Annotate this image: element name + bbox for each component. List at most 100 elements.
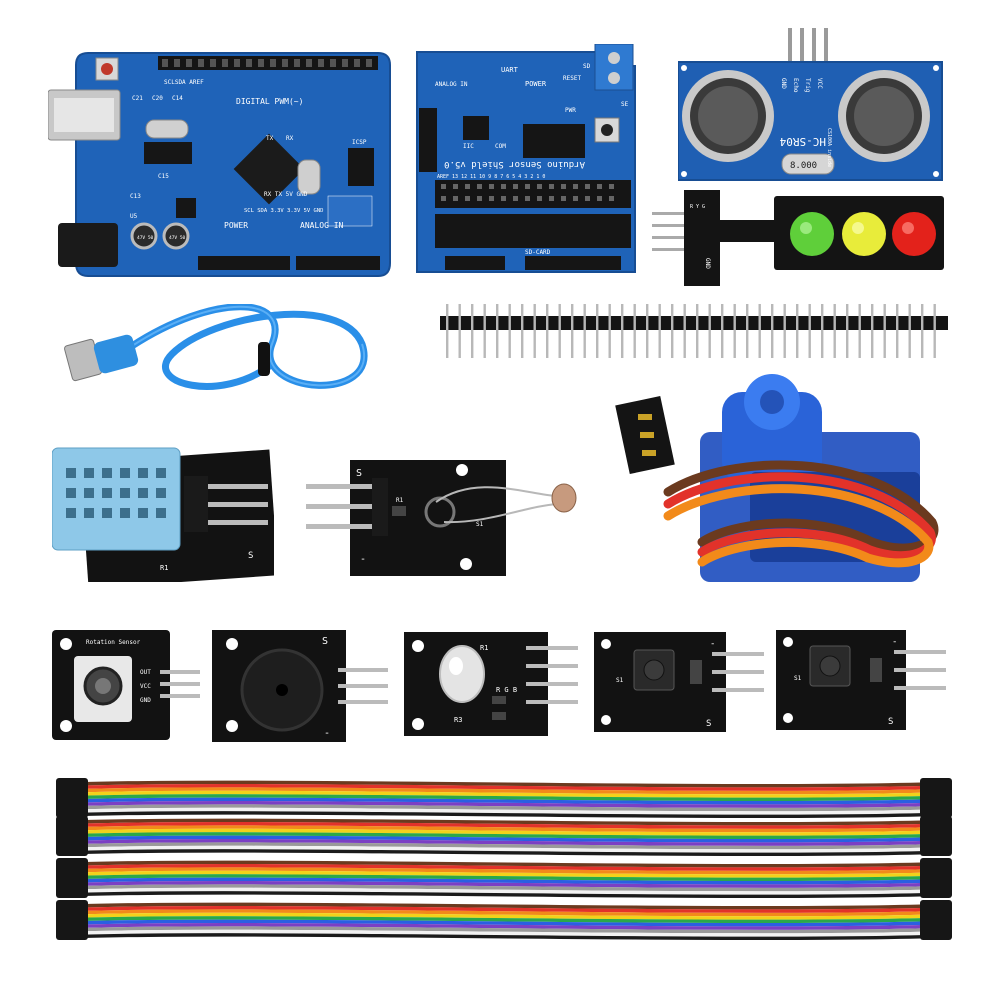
jumper-wire	[77, 922, 931, 930]
jumper-wire	[77, 926, 931, 934]
header-pin	[671, 304, 674, 358]
header-pin	[758, 304, 761, 358]
jumper-wire	[77, 877, 931, 885]
sd-label: SD	[583, 63, 591, 70]
minus-label: -	[360, 554, 366, 565]
header-pin	[896, 304, 899, 358]
shield-title: Arduino Sensor Shield v5.0	[444, 159, 585, 169]
jumper-wire	[77, 874, 931, 882]
s-label: S	[248, 551, 253, 561]
header-pin	[608, 304, 611, 358]
pins-label: R Y G	[690, 204, 705, 210]
minus-label: -	[892, 637, 897, 647]
power-label: POWER	[224, 221, 248, 230]
header-pin	[833, 304, 836, 358]
jumper-wire	[77, 832, 931, 840]
jumper-wire	[77, 887, 931, 895]
usb-cable	[64, 304, 368, 390]
jumper-wire	[77, 884, 931, 892]
jumper-wire	[77, 933, 931, 941]
header-pin	[508, 304, 511, 358]
rotation-title: Rotation Sensor	[86, 639, 141, 646]
jumper-wire	[77, 867, 931, 875]
rx-label: RX	[286, 135, 294, 142]
icsp-label: ICSP	[352, 139, 367, 146]
analog-in-label: ANALOG IN	[300, 221, 344, 230]
vcc-label: VCC	[816, 78, 823, 89]
jumper-wire	[77, 842, 931, 850]
jumper-wire	[77, 912, 931, 920]
rgb-label: R G B	[496, 686, 517, 694]
s1-label: S1	[794, 675, 802, 682]
capacitor-2	[162, 222, 190, 250]
header-pin	[571, 304, 574, 358]
header-pin	[646, 304, 649, 358]
s-label: S	[888, 717, 893, 727]
capacitor-1	[130, 222, 158, 250]
power-label: POWER	[525, 80, 547, 88]
reset-label: RESET	[563, 75, 581, 82]
buzzer-module: S -	[212, 630, 388, 742]
header-pin	[908, 304, 911, 358]
dupont-connector	[56, 778, 88, 818]
button-module-1: S - S1	[594, 632, 764, 732]
s-label: S	[356, 468, 362, 479]
r1-label: R1	[396, 497, 404, 504]
jumper-wire	[77, 929, 931, 937]
cap1-label: 47V 50	[137, 235, 154, 241]
header-pin	[696, 304, 699, 358]
jumper-wire	[77, 849, 931, 857]
jumper-wire	[77, 790, 931, 798]
jumper-wire	[77, 902, 931, 910]
r1-label: R1	[480, 644, 488, 652]
dupont-connector	[920, 900, 952, 940]
header-pin	[533, 304, 536, 358]
s-label: S	[322, 636, 328, 647]
jumper-wire	[77, 797, 931, 805]
header-pin	[458, 304, 461, 358]
c21-label: C21	[132, 95, 143, 102]
r3-label: R3	[454, 716, 462, 724]
ldr-sensor	[551, 483, 577, 513]
pwr-label: PWR	[565, 107, 576, 114]
yellow-led	[842, 212, 886, 256]
photoresistor-module: S - R1 S1	[306, 460, 577, 576]
jumper-wire	[77, 835, 931, 843]
jumper-wire	[77, 863, 931, 871]
sensor-shield-board: Arduino Sensor Shield v5.0 UART POWER AN…	[416, 44, 636, 273]
gnd-label: GND	[780, 78, 787, 89]
crystal	[781, 153, 835, 175]
rotation-sensor-module: Rotation Sensor OUT VCC GND	[52, 630, 200, 740]
header-pin	[683, 304, 686, 358]
header-pin	[558, 304, 561, 358]
jumper-wire-bundle	[56, 778, 952, 941]
header-pin	[808, 304, 811, 358]
header-pin	[721, 304, 724, 358]
power-header	[198, 256, 290, 270]
pins-row: SCL SDA 3.3V 3.3V 5V GND	[244, 208, 323, 214]
jumper-wire	[77, 916, 931, 924]
dht-sensor-body	[52, 447, 181, 551]
header-pin	[633, 304, 636, 358]
header-pin	[921, 304, 924, 358]
jumper-wire	[77, 919, 931, 927]
jumper-wire	[77, 804, 931, 812]
crystal	[145, 119, 189, 139]
header-pin	[821, 304, 824, 358]
com-label: COM	[495, 143, 506, 150]
cable-tie	[258, 342, 270, 376]
r1-label: R1	[160, 564, 168, 572]
jumper-wire	[77, 905, 931, 913]
male-pin-header-strip	[440, 304, 948, 358]
trig-label: Trig	[804, 78, 811, 93]
temperature-humidity-module: S R1	[52, 447, 274, 582]
analog-in-label: ANALOG IN	[435, 81, 468, 88]
header-pin	[796, 304, 799, 358]
model-label: HC-SR04	[779, 135, 826, 148]
jumper-wire	[77, 828, 931, 836]
cap2-label: 47V 50	[169, 235, 186, 241]
c20-label: C20	[152, 95, 163, 102]
jumper-wire	[77, 880, 931, 888]
jumper-wire	[77, 825, 931, 833]
header-pin	[496, 304, 499, 358]
